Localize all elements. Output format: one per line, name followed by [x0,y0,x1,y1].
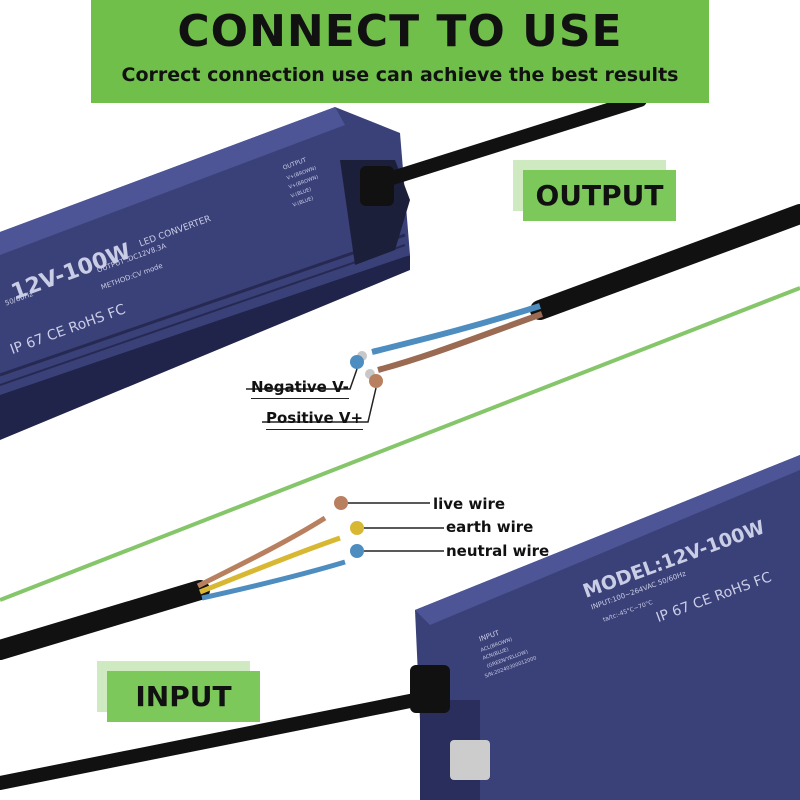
earth-dot [350,521,364,535]
live-dot [334,496,348,510]
positive-label: Positive V+ [266,409,364,430]
negative-label: Negative V- [251,378,349,399]
divider-line [0,286,800,602]
page-subtitle: Correct connection use can achieve the b… [121,64,679,86]
live-wire-label: live wire [433,495,506,513]
output-tag: OUTPUT [523,170,676,221]
output-wire-bundle [357,204,800,379]
page-title: CONNECT TO USE [177,6,623,57]
positive-dot [369,374,383,388]
input-cable [0,665,450,790]
earth-wire-label: earth wire [446,518,534,536]
bottom-driver-housing [415,455,800,800]
neutral-dot [350,544,364,558]
output-cable [360,93,647,206]
neutral-wire-label: neutral wire [446,542,550,560]
input-wire-bundle [0,515,346,660]
top-driver-housing [0,107,410,440]
negative-dot [350,355,364,369]
header-banner [91,0,709,103]
input-tag: INPUT [107,671,260,722]
